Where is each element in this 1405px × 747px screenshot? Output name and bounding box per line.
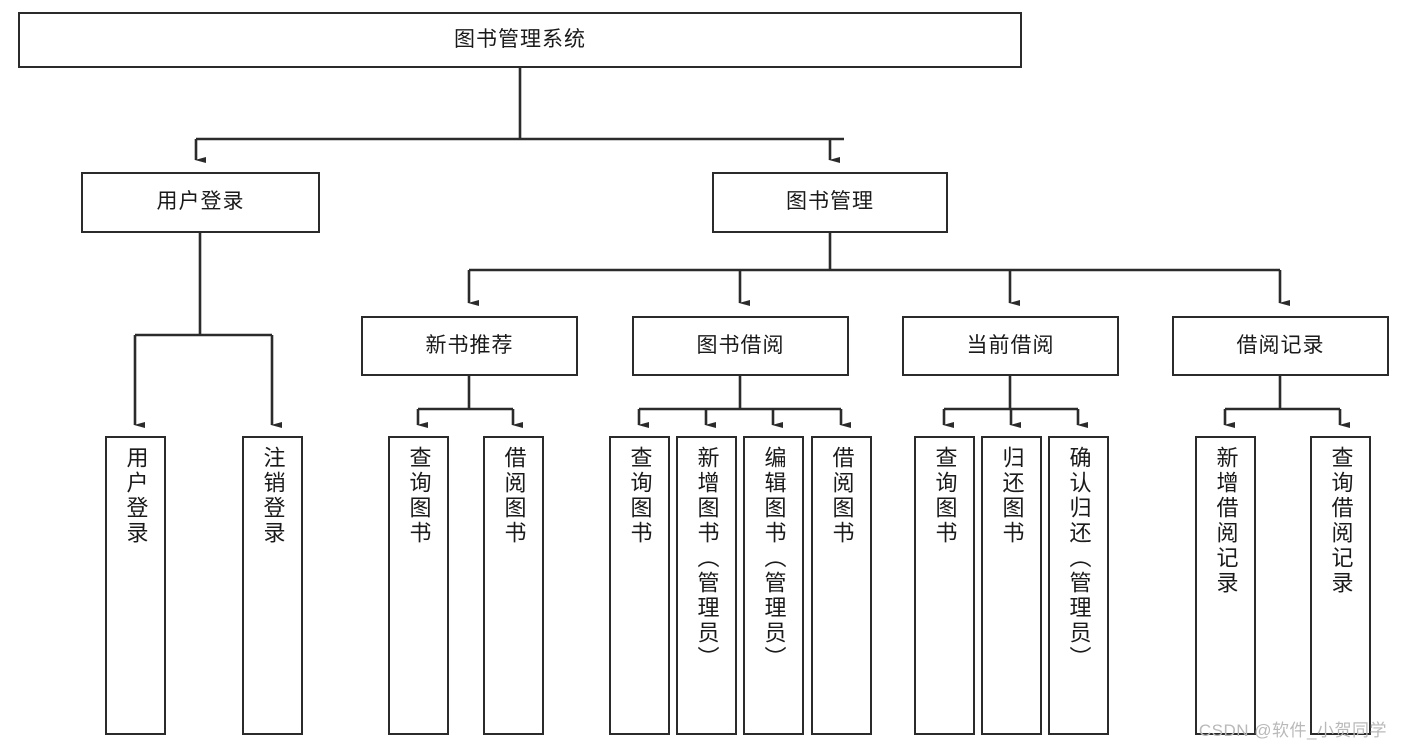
node-leaf-query-book-1-label: 查询图书: [406, 446, 432, 546]
node-leaf-user-logout[interactable]: 注销登录: [242, 436, 303, 735]
node-user-login-label: 用户登录: [156, 190, 245, 214]
node-leaf-query-record-label: 查询借阅记录: [1328, 446, 1354, 596]
node-leaf-borrow-book-1-label: 借阅图书: [501, 446, 527, 546]
node-leaf-user-logout-label: 注销登录: [260, 446, 286, 546]
node-leaf-user-login-label: 用户登录: [123, 446, 149, 546]
node-leaf-query-book-3-label: 查询图书: [932, 446, 958, 546]
node-leaf-query-book-2[interactable]: 查询图书: [609, 436, 670, 735]
node-borrow-record[interactable]: 借阅记录: [1172, 316, 1389, 376]
node-current-borrow-label: 当前借阅: [966, 333, 1055, 357]
node-leaf-query-book-3[interactable]: 查询图书: [914, 436, 975, 735]
node-leaf-user-login[interactable]: 用户登录: [105, 436, 166, 735]
node-leaf-edit-book-label: 编辑图书（管理员）: [761, 446, 787, 671]
node-current-borrow[interactable]: 当前借阅: [902, 316, 1119, 376]
node-book-borrow[interactable]: 图书借阅: [632, 316, 849, 376]
node-book-manage[interactable]: 图书管理: [712, 172, 948, 233]
node-borrow-record-label: 借阅记录: [1236, 333, 1325, 357]
node-leaf-query-book-2-label: 查询图书: [627, 446, 653, 546]
node-book-manage-label: 图书管理: [786, 190, 874, 214]
watermark: CSDN @软件_小贺同学: [1198, 721, 1387, 740]
node-leaf-confirm-return-label: 确认归还（管理员）: [1066, 446, 1092, 671]
node-leaf-query-record[interactable]: 查询借阅记录: [1310, 436, 1371, 735]
node-root-label: 图书管理系统: [454, 27, 586, 51]
node-leaf-borrow-book-1[interactable]: 借阅图书: [483, 436, 544, 735]
node-leaf-borrow-book-2[interactable]: 借阅图书: [811, 436, 872, 735]
node-leaf-add-record[interactable]: 新增借阅记录: [1195, 436, 1256, 735]
node-leaf-return-book[interactable]: 归还图书: [981, 436, 1042, 735]
node-root[interactable]: 图书管理系统: [18, 12, 1022, 68]
node-leaf-return-book-label: 归还图书: [999, 446, 1025, 546]
node-user-login[interactable]: 用户登录: [81, 172, 320, 233]
node-leaf-edit-book[interactable]: 编辑图书（管理员）: [743, 436, 804, 735]
node-book-borrow-label: 图书借阅: [696, 333, 785, 357]
node-leaf-add-book[interactable]: 新增图书（管理员）: [676, 436, 737, 735]
node-leaf-add-book-label: 新增图书（管理员）: [694, 446, 720, 671]
node-leaf-confirm-return[interactable]: 确认归还（管理员）: [1048, 436, 1109, 735]
node-new-book-recommend[interactable]: 新书推荐: [361, 316, 578, 376]
node-leaf-borrow-book-2-label: 借阅图书: [829, 446, 855, 546]
node-leaf-query-book-1[interactable]: 查询图书: [388, 436, 449, 735]
node-new-book-recommend-label: 新书推荐: [425, 333, 514, 357]
node-leaf-add-record-label: 新增借阅记录: [1213, 446, 1239, 596]
